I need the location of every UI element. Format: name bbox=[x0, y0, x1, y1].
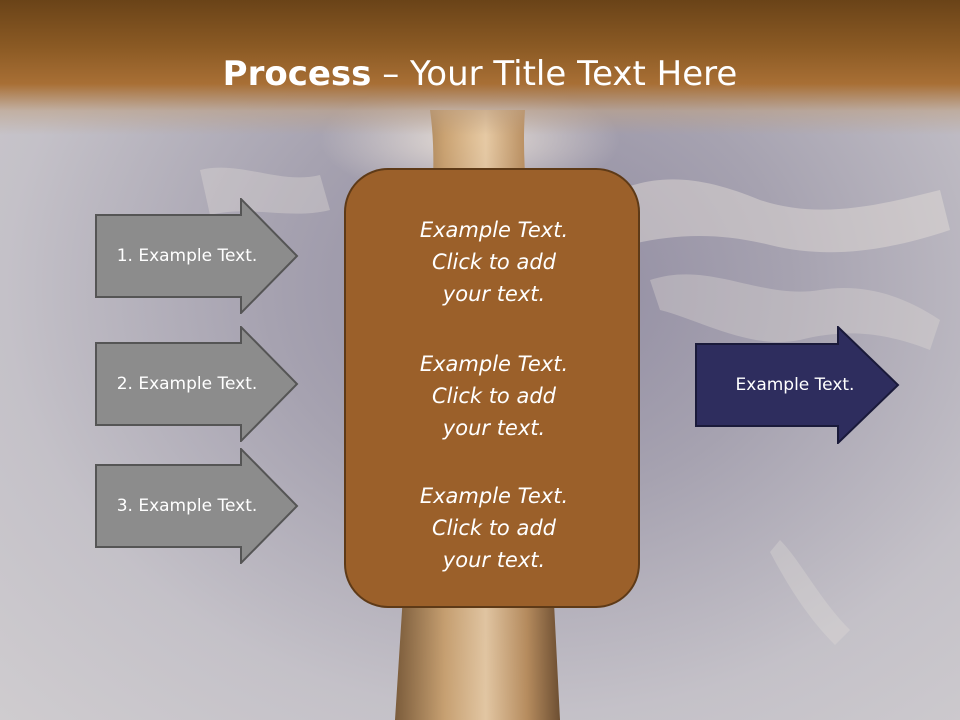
center-line: Example Text. bbox=[419, 484, 569, 508]
title-banner bbox=[0, 0, 960, 135]
center-text-block-1: Example Text. Click to add your text. bbox=[346, 214, 642, 310]
title-separator: – bbox=[371, 54, 411, 94]
output-label: Example Text. bbox=[735, 375, 855, 395]
center-line: your text. bbox=[442, 416, 546, 440]
center-line: your text. bbox=[442, 548, 546, 572]
slide-title: Process – Your Title Text Here bbox=[0, 52, 960, 96]
center-line: your text. bbox=[442, 282, 546, 306]
center-line: Example Text. bbox=[419, 352, 569, 376]
center-text-block-3: Example Text. Click to add your text. bbox=[346, 480, 642, 576]
step-arrow-3[interactable]: 3. Example Text. bbox=[95, 448, 299, 564]
center-line: Click to add bbox=[431, 384, 556, 408]
title-rest: Your Title Text Here bbox=[410, 54, 738, 94]
center-line: Example Text. bbox=[419, 218, 569, 242]
title-bold: Process bbox=[222, 54, 372, 94]
center-line: Click to add bbox=[431, 250, 556, 274]
step-label-1: 1. Example Text. bbox=[116, 246, 258, 266]
center-process-box[interactable]: Example Text. Click to add your text. Ex… bbox=[344, 168, 640, 608]
step-arrow-2[interactable]: 2. Example Text. bbox=[95, 326, 299, 442]
step-label-2: 2. Example Text. bbox=[116, 374, 258, 394]
center-line: Click to add bbox=[431, 516, 556, 540]
output-arrow[interactable]: Example Text. bbox=[695, 326, 900, 444]
step-arrow-1[interactable]: 1. Example Text. bbox=[95, 198, 299, 314]
step-label-3: 3. Example Text. bbox=[116, 496, 258, 516]
center-text-block-2: Example Text. Click to add your text. bbox=[346, 348, 642, 444]
